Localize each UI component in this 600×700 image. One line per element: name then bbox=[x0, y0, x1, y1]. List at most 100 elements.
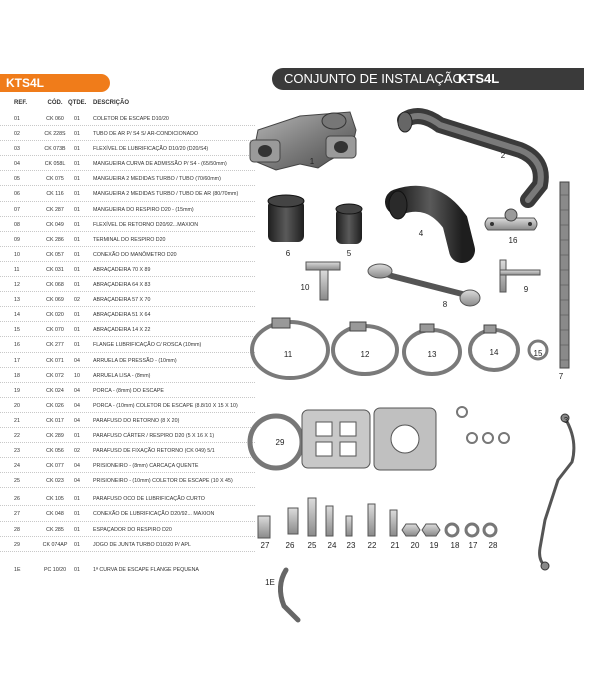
callout-label: 27 bbox=[261, 541, 270, 550]
clamp-12-icon bbox=[331, 321, 399, 376]
cell-qty: 04 bbox=[74, 463, 80, 470]
cell-description: 1ª CURVA DE ESCAPE FLANGE PEQUENA bbox=[93, 566, 199, 573]
callout-label: 2 bbox=[501, 151, 506, 160]
cell-description: ABRAÇADEIRA 51 X 64 bbox=[93, 312, 151, 319]
cell-qty: 01 bbox=[74, 251, 80, 258]
model-tag: KTS4L bbox=[0, 74, 110, 92]
cell-qty: 01 bbox=[74, 146, 80, 153]
cell-qty: 01 bbox=[74, 221, 80, 228]
callout-label: 12 bbox=[361, 350, 370, 359]
cell-code: CK 285 bbox=[46, 526, 64, 533]
clamp-14-icon bbox=[468, 324, 520, 372]
cell-code: CK 289 bbox=[46, 432, 64, 439]
header-code: CÓD. bbox=[47, 100, 63, 106]
cell-ref: 13 bbox=[14, 297, 20, 304]
cell-qty: 01 bbox=[74, 312, 80, 319]
clamp-13-icon bbox=[402, 323, 462, 376]
callout-label: 21 bbox=[391, 541, 400, 550]
cell-description: FLANGE LUBRIFICAÇÃO C/ ROSCA (10mm) bbox=[93, 342, 202, 349]
cell-code: CK 070 bbox=[46, 327, 64, 334]
cell-ref: 20 bbox=[14, 402, 20, 409]
cell-code: PC 10/20 bbox=[43, 566, 67, 573]
gasket-set-icon bbox=[247, 406, 510, 471]
table-row: 22 CK 289 01 PARAFUSO CÁRTER / RESPIRO D20 … bbox=[0, 428, 255, 444]
callout-label: 14 bbox=[490, 348, 499, 357]
cell-description: ARRUELA LISA - (8mm) bbox=[93, 372, 151, 379]
cell-code: CK 277 bbox=[46, 342, 64, 349]
cell-ref: 19 bbox=[14, 387, 20, 394]
cell-ref: 07 bbox=[14, 206, 20, 213]
cell-qty: 01 bbox=[74, 496, 80, 503]
cell-code: CK 077 bbox=[46, 463, 64, 470]
cell-ref: 12 bbox=[14, 282, 20, 289]
cell-description: FLEXÍVEL DE LUBRIFICAÇÃO D10/20 (D20/S4) bbox=[93, 146, 209, 153]
oil-line-icon bbox=[538, 413, 576, 571]
cell-description: MANGUEIRA 2 MEDIDAS TURBO / TUBO DE AR (… bbox=[93, 191, 239, 198]
cell-qty: 02 bbox=[74, 297, 80, 304]
table-row: 24 CK 077 04 PRISIONEIRO - (8mm) CARCAÇA QU… bbox=[0, 458, 255, 474]
cell-qty: 10 bbox=[74, 372, 80, 379]
cell-qty: 04 bbox=[74, 478, 80, 485]
callout-label: 19 bbox=[430, 541, 439, 550]
callout-label: 23 bbox=[347, 541, 356, 550]
callout-label: 1E bbox=[265, 578, 275, 587]
cell-qty: 01 bbox=[74, 282, 80, 289]
callout-label: 26 bbox=[286, 541, 295, 550]
intake-hose-icon bbox=[385, 185, 475, 263]
cell-ref: 22 bbox=[14, 432, 20, 439]
cell-ref: 06 bbox=[14, 191, 20, 198]
cell-qty: 01 bbox=[74, 566, 80, 573]
cell-description: PRISIONEIRO - (8mm) CARCAÇA QUENTE bbox=[93, 463, 199, 470]
cell-qty: 01 bbox=[74, 266, 80, 273]
cell-description: MANGUEIRA CURVA DE ADMISSÃO P/ S4 - (65/… bbox=[93, 161, 227, 168]
cell-code: CK 060 bbox=[46, 116, 64, 122]
callout-label: 29 bbox=[276, 438, 285, 447]
manometer-connection-icon bbox=[305, 261, 341, 301]
cell-ref: 29 bbox=[14, 541, 20, 548]
flange-icon bbox=[484, 208, 538, 231]
cell-qty: 01 bbox=[74, 236, 80, 243]
cell-qty: 01 bbox=[74, 526, 80, 533]
cell-qty: 01 bbox=[74, 511, 80, 518]
cell-description: PARAFUSO CÁRTER / RESPIRO D20 (5 X 16 X … bbox=[93, 432, 215, 439]
cell-code: CK 026 bbox=[46, 402, 64, 409]
cell-ref: 15 bbox=[14, 327, 20, 334]
cell-code: CK 048 bbox=[46, 511, 64, 518]
callout-label: 16 bbox=[509, 236, 518, 245]
cell-ref: 18 bbox=[14, 372, 20, 379]
cell-code: CK 058L bbox=[44, 161, 66, 168]
cell-ref: 14 bbox=[14, 312, 20, 319]
cell-ref: 23 bbox=[14, 448, 20, 455]
callout-label: 11 bbox=[284, 350, 293, 359]
title-model: KTS4L bbox=[458, 71, 500, 86]
title-banner: CONJUNTO DE INSTALAÇÃO - KTS4L bbox=[272, 68, 584, 90]
cell-ref: 24 bbox=[14, 463, 20, 470]
cell-code: CK 116 bbox=[46, 191, 64, 198]
callout-label: 1 bbox=[310, 157, 315, 166]
cell-qty: 04 bbox=[74, 387, 80, 394]
callout-label: 13 bbox=[428, 350, 437, 359]
cell-ref: 26 bbox=[14, 496, 20, 503]
cell-ref: 05 bbox=[14, 176, 20, 183]
cell-qty: 01 bbox=[74, 432, 80, 439]
cell-description: CONEXÃO DE LUBRIFICAÇÃO D20/92... MAXION bbox=[93, 511, 215, 518]
return-flex-icon bbox=[367, 263, 481, 307]
clamp-11-icon bbox=[250, 317, 330, 380]
